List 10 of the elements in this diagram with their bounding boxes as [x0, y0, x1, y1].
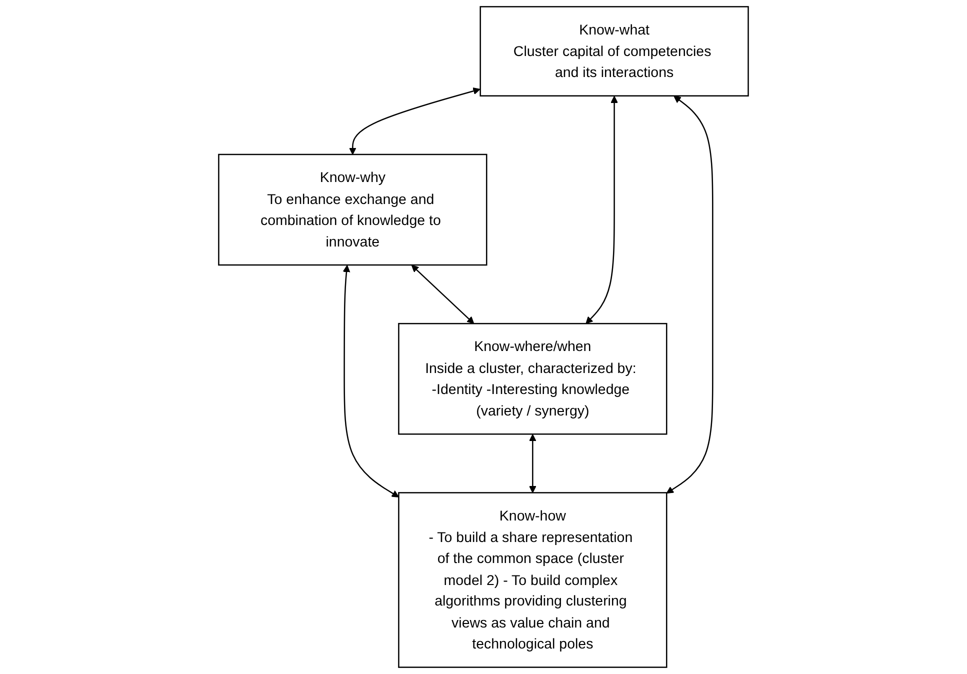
arrow: [411, 264, 474, 324]
node-box: Know-why To enhance exchange and combination of knowledge to innovate: [218, 154, 488, 266]
arrow: [586, 96, 618, 324]
arrow: [666, 96, 714, 494]
arrow: [349, 87, 480, 155]
arrow: [529, 434, 536, 494]
arrow: [342, 265, 400, 498]
node-box: Know-what Cluster capital of competencies and its interactions: [480, 6, 749, 96]
node-box: Know-where/when Inside a cluster, characterized by: -Identity -Interesting knowledge (variety / synergy): [398, 322, 668, 435]
node-box: Know-how - To build a share representation of the common space (cluster model 2) - To build complex algorithms providing clustering views as value chain and technological poles: [398, 492, 668, 668]
